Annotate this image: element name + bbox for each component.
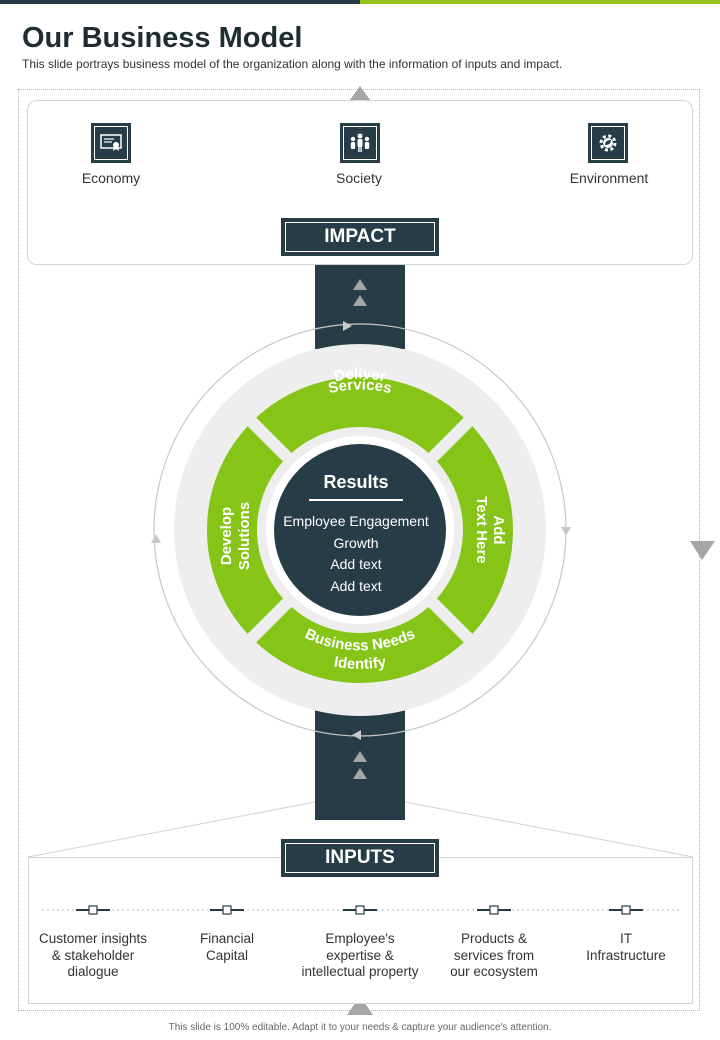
results-item: Growth	[333, 535, 379, 551]
society-icon-tile	[340, 123, 380, 163]
ring-arrow-icon	[561, 527, 571, 536]
bottom-arrow-icon	[347, 996, 373, 1015]
cycle-green-ring	[207, 377, 513, 683]
input-item-line: expertise &	[326, 947, 394, 963]
top-accent-bar-green	[360, 0, 720, 4]
input-item-products-services: Products & services from our ecosystem	[424, 931, 564, 981]
segment-label-bottom-line1: Identify	[333, 653, 388, 672]
inputs-banner-label: INPUTS	[285, 843, 435, 873]
timeline-marker	[210, 905, 244, 915]
ring-arrow-icon	[343, 321, 352, 331]
segment-label-left-line2: Solutions	[236, 502, 253, 570]
top-arrow-icon	[347, 86, 373, 104]
timeline-marker	[477, 905, 511, 915]
results-title: Results	[323, 472, 389, 492]
segment-label-right-line2: Text Here	[473, 496, 490, 563]
segment-label-right-line1: Add	[490, 515, 507, 544]
lower-column	[315, 710, 405, 820]
results-item: Employee Engagement	[283, 513, 429, 529]
economy-icon-tile	[91, 123, 131, 163]
input-item-line: intellectual property	[301, 964, 419, 979]
connector-line-left	[27, 801, 316, 858]
input-item-line: Infrastructure	[586, 947, 666, 963]
footer-note: This slide is 100% editable. Adapt it to…	[168, 1022, 552, 1033]
inputs-box	[28, 857, 693, 1004]
top-accent-bar-dark	[0, 0, 360, 4]
impact-label-society: Society	[336, 170, 382, 186]
gear-leaf-icon	[599, 134, 617, 152]
input-item-line: our ecosystem	[450, 964, 538, 979]
segment-label-left-line1: Develop	[218, 507, 235, 565]
input-item-line: Products &	[460, 931, 528, 946]
input-item-it-infrastructure: IT Infrastructure	[556, 931, 696, 964]
right-arrow-icon	[690, 541, 715, 560]
input-item-line: Financial	[199, 931, 255, 946]
people-group-icon	[350, 133, 370, 152]
segment-label-top-line2: Services	[327, 376, 394, 397]
input-item-line: & stakeholder	[51, 947, 135, 963]
up-chevron-icon	[353, 279, 367, 290]
input-item-line: Capital	[205, 947, 249, 963]
cycle-separators	[235, 405, 485, 655]
input-item-financial-capital: Financial Capital	[157, 931, 297, 964]
impact-label-economy: Economy	[81, 170, 141, 186]
inputs-banner: INPUTS	[281, 839, 439, 877]
up-chevron-icon	[353, 768, 367, 779]
input-item-line: services from	[453, 947, 535, 963]
page-subtitle: This slide portrays business model of th…	[22, 57, 563, 71]
certificate-icon	[100, 134, 122, 151]
results-center	[274, 444, 446, 616]
ring-arrow-icon	[151, 534, 161, 543]
input-item-customer-insights: Customer insights & stakeholder dialogue	[23, 931, 163, 981]
segment-label-right: Add Text Here	[473, 496, 507, 563]
environment-icon-tile	[588, 123, 628, 163]
ring-arrow-icon	[352, 730, 361, 740]
timeline-marker	[343, 905, 377, 915]
connector-line-right	[404, 801, 694, 858]
impact-banner: IMPACT	[281, 218, 439, 256]
input-item-line: Employee's	[325, 931, 395, 946]
up-chevron-icon	[353, 295, 367, 306]
input-item-line: Customer insights	[38, 931, 148, 946]
impact-banner-label: IMPACT	[285, 222, 435, 252]
timeline-marker	[609, 905, 643, 915]
segment-label-left: Develop Solutions	[218, 502, 253, 570]
results-item: Add text	[330, 578, 382, 594]
input-item-line: IT	[620, 931, 632, 946]
results-item: Add text	[330, 556, 382, 572]
up-chevron-icon	[353, 751, 367, 762]
page-title: Our Business Model	[22, 22, 303, 54]
impact-label-environment: Environment	[569, 170, 649, 186]
input-item-employee-expertise: Employee's expertise & intellectual prop…	[290, 931, 430, 981]
segment-label-top-line1: Deliver	[333, 365, 388, 385]
timeline-marker	[76, 905, 110, 915]
input-item-line: dialogue	[67, 964, 119, 979]
